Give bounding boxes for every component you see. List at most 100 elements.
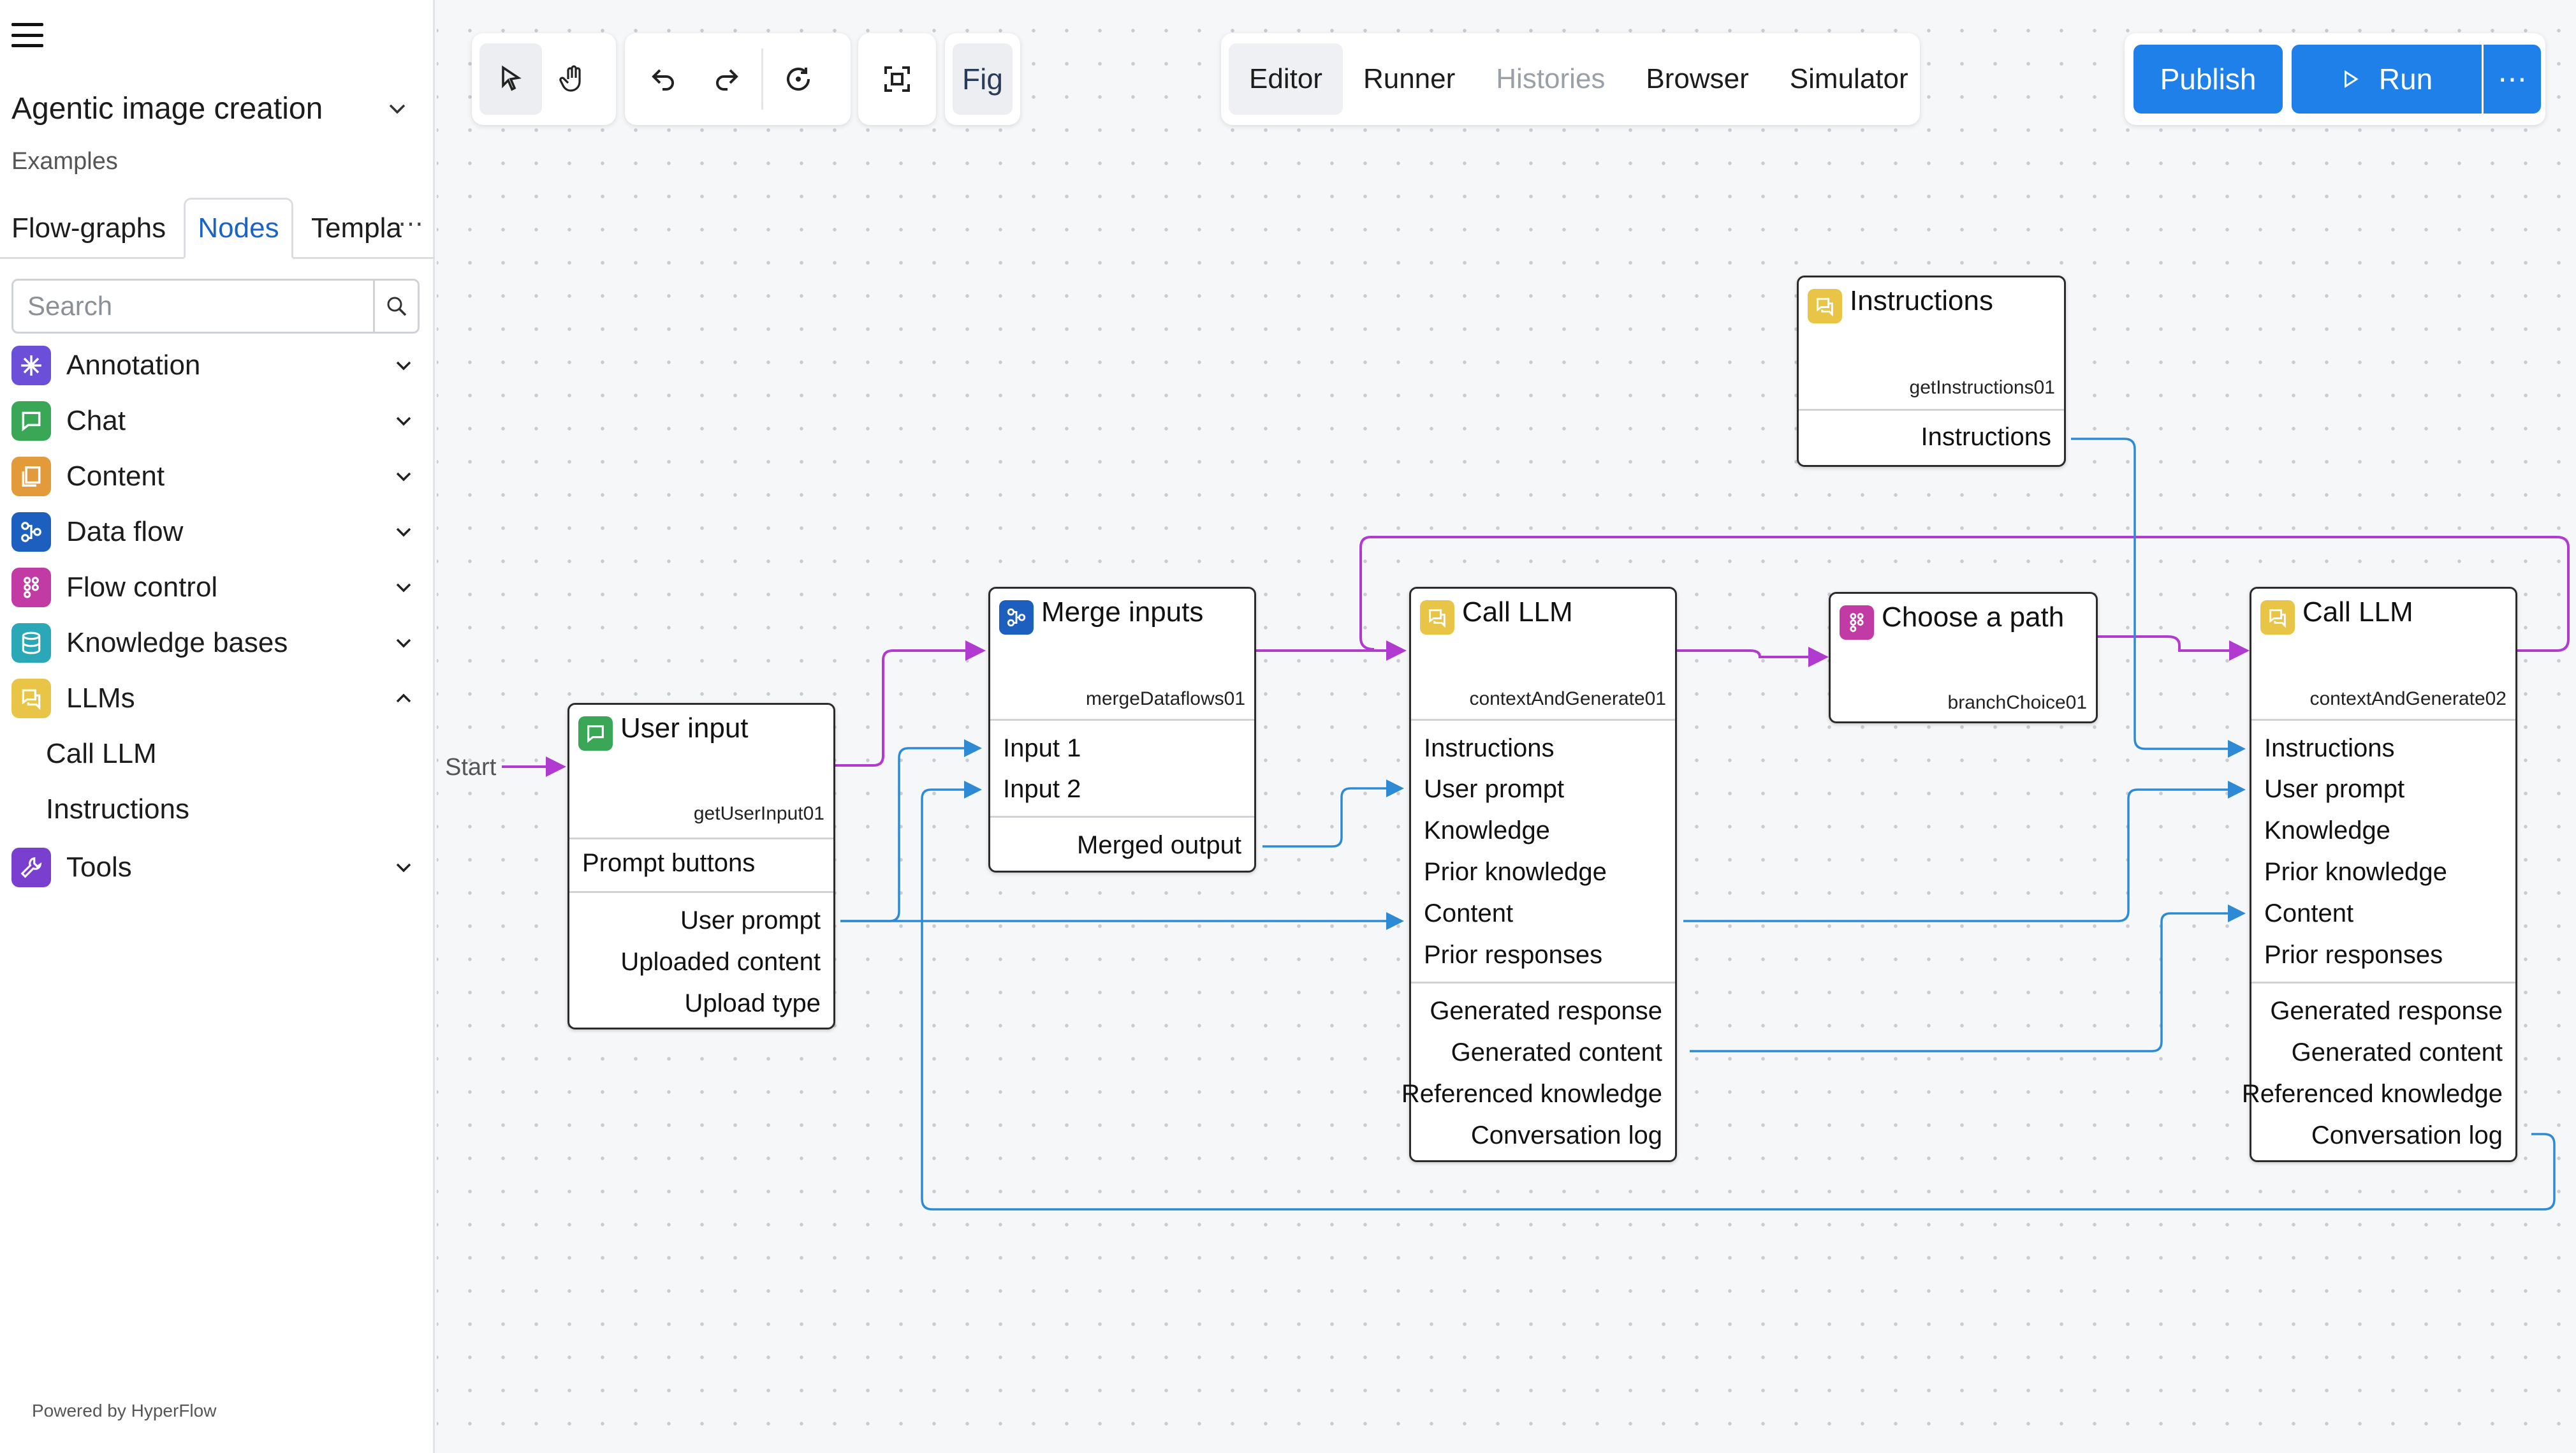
input-port-knowledge[interactable]: Knowledge	[2264, 816, 2390, 845]
divider	[1799, 409, 2064, 411]
category-label: Annotation	[66, 350, 201, 381]
chevron-down-icon[interactable]	[388, 415, 420, 427]
input-port-prior-responses[interactable]: Prior responses	[2264, 941, 2443, 969]
output-port-conversation-log[interactable]: Conversation log	[2311, 1121, 2503, 1149]
search-icon[interactable]	[373, 281, 418, 332]
more-options-button[interactable]: ⋯	[2484, 45, 2541, 114]
llm-icon	[11, 679, 51, 718]
node-call-llm-2[interactable]: Call LLM contextAndGenerate02 Instructio…	[2242, 587, 2517, 1162]
input-port-user-prompt[interactable]: User prompt	[1424, 775, 1565, 803]
chevron-down-icon[interactable]	[388, 862, 420, 873]
input-port-1[interactable]: Input 1	[1003, 734, 1081, 762]
input-port-instructions[interactable]: Instructions	[2264, 734, 2395, 762]
tab-runner[interactable]: Runner	[1363, 63, 1456, 94]
chevron-down-icon[interactable]	[388, 471, 420, 482]
input-port-prior-knowledge[interactable]: Prior knowledge	[2264, 858, 2447, 886]
fit-view-icon[interactable]	[866, 43, 928, 115]
category-knowledge-bases[interactable]: Knowledge bases	[11, 619, 420, 667]
chat-icon	[578, 716, 613, 751]
output-port-referenced-knowledge[interactable]: Referenced knowledge	[2241, 1080, 2503, 1108]
tab-templates[interactable]: Templa	[311, 212, 402, 244]
node-title: Call LLM	[2302, 596, 2413, 628]
node-item-call-llm[interactable]: Call LLM	[46, 738, 157, 769]
undo-icon[interactable]	[633, 43, 695, 115]
tab-editor[interactable]: Editor	[1229, 43, 1343, 115]
view-tabs: Editor Runner Histories Browser Simulato…	[1221, 33, 1920, 125]
chevron-down-icon[interactable]	[388, 526, 420, 538]
refresh-icon[interactable]	[767, 43, 830, 115]
category-label: Data flow	[66, 516, 184, 547]
publish-button[interactable]: Publish	[2133, 45, 2283, 114]
node-merge-inputs[interactable]: Merge inputs mergeDataflows01 Input 1 In…	[988, 587, 1256, 873]
category-label: Tools	[66, 852, 132, 883]
tab-simulator[interactable]: Simulator	[1789, 63, 1908, 94]
redo-icon[interactable]	[695, 43, 757, 115]
node-title: Instructions	[1850, 285, 1993, 316]
output-port-uploaded-content[interactable]: Uploaded content	[620, 948, 821, 976]
node-choose-path[interactable]: Choose a path branchChoice01	[1829, 592, 2098, 723]
app-title: Agentic image creation	[11, 91, 323, 126]
fit-group	[858, 33, 936, 125]
divider	[2251, 719, 2515, 721]
output-port-generated-content[interactable]: Generated content	[2291, 1038, 2503, 1066]
input-port-prior-responses[interactable]: Prior responses	[1424, 941, 1603, 969]
dataflow-icon	[999, 600, 1034, 635]
node-title: User input	[620, 712, 749, 744]
category-chat[interactable]: Chat	[11, 397, 420, 445]
flow-canvas[interactable]	[437, 0, 2576, 1453]
node-instructions[interactable]: Instructions getInstructions01 Instructi…	[1797, 276, 2066, 467]
output-port-upload-type[interactable]: Upload type	[684, 989, 821, 1017]
category-annotation[interactable]: Annotation	[11, 342, 420, 389]
category-llms[interactable]: LLMs	[11, 675, 420, 722]
input-port-knowledge[interactable]: Knowledge	[1424, 816, 1550, 845]
chevron-down-icon[interactable]	[388, 96, 407, 121]
play-icon	[2344, 70, 2359, 88]
output-port-generated-content[interactable]: Generated content	[1451, 1038, 1662, 1066]
output-port-generated-response[interactable]: Generated response	[1430, 997, 1662, 1025]
output-port-user-prompt[interactable]: User prompt	[680, 906, 821, 934]
node-item-instructions[interactable]: Instructions	[46, 793, 189, 825]
input-port-2[interactable]: Input 2	[1003, 775, 1081, 803]
tool-mode-group	[472, 33, 616, 125]
output-port-conversation-log[interactable]: Conversation log	[1470, 1121, 1662, 1149]
tab-flow-graphs[interactable]: Flow-graphs	[11, 212, 166, 244]
fig-button[interactable]: Fig	[953, 43, 1013, 115]
output-port-referenced-knowledge[interactable]: Referenced knowledge	[1401, 1080, 1662, 1108]
category-tools[interactable]: Tools	[11, 844, 420, 891]
output-port-merged[interactable]: Merged output	[1077, 831, 1241, 859]
node-user-input[interactable]: User input getUserInput01 Prompt buttons…	[567, 703, 835, 1029]
input-port-prompt-buttons[interactable]: Prompt buttons	[582, 849, 756, 877]
flow-title-selector[interactable]: Agentic image creation	[11, 88, 407, 129]
category-content[interactable]: Content	[11, 453, 420, 500]
chevron-up-icon[interactable]	[388, 693, 420, 704]
more-icon[interactable]: ⋯	[398, 210, 423, 238]
flow-control-icon	[1840, 605, 1874, 640]
input-port-prior-knowledge[interactable]: Prior knowledge	[1424, 858, 1607, 886]
chevron-down-icon[interactable]	[388, 582, 420, 593]
search-input[interactable]: Search	[27, 291, 113, 321]
input-port-content[interactable]: Content	[2264, 899, 2354, 927]
output-port-instructions[interactable]: Instructions	[1921, 423, 2051, 451]
tab-histories[interactable]: Histories	[1496, 63, 1606, 94]
chevron-down-icon[interactable]	[388, 637, 420, 649]
chevron-down-icon[interactable]	[388, 360, 420, 371]
start-label: Start	[445, 754, 497, 781]
output-port-generated-response[interactable]: Generated response	[2270, 997, 2503, 1025]
tab-browser[interactable]: Browser	[1646, 63, 1749, 94]
llm-icon	[1808, 289, 1842, 323]
category-data-flow[interactable]: Data flow	[11, 508, 420, 556]
tab-nodes[interactable]: Nodes	[184, 198, 293, 259]
node-id: mergeDataflows01	[1085, 688, 1245, 709]
divider	[569, 891, 833, 893]
content-icon	[11, 457, 51, 496]
input-port-content[interactable]: Content	[1424, 899, 1514, 927]
hand-tool-icon[interactable]	[542, 43, 604, 115]
category-flow-control[interactable]: Flow control	[11, 564, 420, 611]
menu-icon[interactable]	[11, 23, 43, 47]
input-port-instructions[interactable]: Instructions	[1424, 734, 1555, 762]
run-button[interactable]: Run	[2292, 45, 2482, 114]
run-label: Run	[2378, 63, 2433, 96]
node-call-llm-1[interactable]: Call LLM contextAndGenerate01 Instructio…	[1401, 587, 1677, 1162]
pointer-tool-icon[interactable]	[479, 43, 542, 115]
input-port-user-prompt[interactable]: User prompt	[2264, 775, 2405, 803]
